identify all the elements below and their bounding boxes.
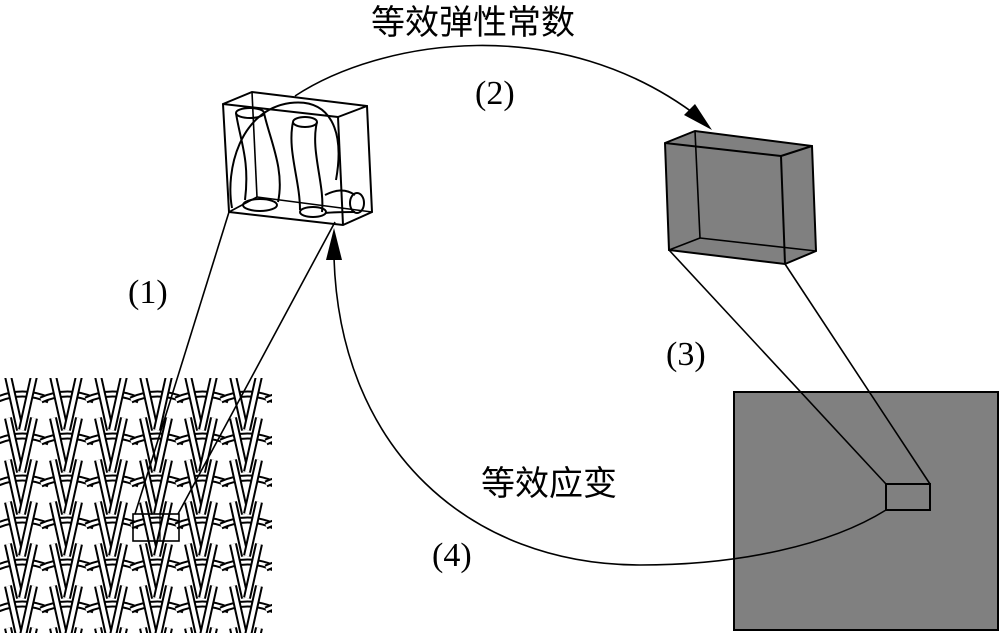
- step1-leader-left: [134, 211, 230, 515]
- knit-wale-leg: [278, 628, 290, 633]
- macro-structure-panel: [733, 391, 999, 631]
- knit-course-arch: [264, 519, 272, 530]
- label-step1: (1): [128, 274, 168, 311]
- knit-wale-leg: [292, 544, 304, 598]
- knit-course-arch: [264, 435, 272, 446]
- label-effective-strain: 等效应变: [481, 464, 617, 504]
- knit-course-arch: [264, 477, 272, 488]
- step3-leader-right: [784, 263, 931, 485]
- knit-wale-leg: [292, 502, 304, 556]
- knit-wale-leg: [278, 544, 290, 598]
- knit-course-arch: [264, 561, 272, 572]
- macro-integration-point-box: [885, 483, 931, 511]
- fabric-rve-selection-box: [132, 513, 180, 542]
- label-step2: (2): [475, 75, 515, 112]
- knit-wale-leg: [292, 586, 304, 633]
- knit-wale-leg: [292, 376, 304, 430]
- step2-arrowhead: [684, 104, 712, 130]
- knit-fabric-pattern: [0, 376, 304, 633]
- knit-wale-leg: [278, 586, 290, 633]
- step3-leader-left: [668, 249, 887, 485]
- knit-wale-leg: [278, 376, 290, 430]
- knit-wale-leg: [292, 628, 304, 633]
- step4-arrowhead: [326, 228, 342, 260]
- label-effective-elastic-constants: 等效弹性常数: [371, 3, 575, 43]
- step2-arrow-arc: [294, 44, 701, 119]
- homogenized-solid-cell: [663, 129, 818, 266]
- rve-wireframe-box: [221, 90, 374, 227]
- knit-wale-leg: [278, 460, 290, 514]
- knit-wale-leg: [278, 502, 290, 556]
- step1-leader-right: [177, 221, 336, 515]
- knit-wale-leg: [292, 418, 304, 472]
- knit-wale-leg: [292, 460, 304, 514]
- step4-arrow-arc: [333, 257, 887, 566]
- label-step3: (3): [666, 336, 706, 373]
- knit-course-arch: [264, 603, 272, 614]
- label-step4: (4): [432, 537, 472, 574]
- knit-wale-leg: [278, 418, 290, 472]
- knit-course-arch: [264, 393, 272, 404]
